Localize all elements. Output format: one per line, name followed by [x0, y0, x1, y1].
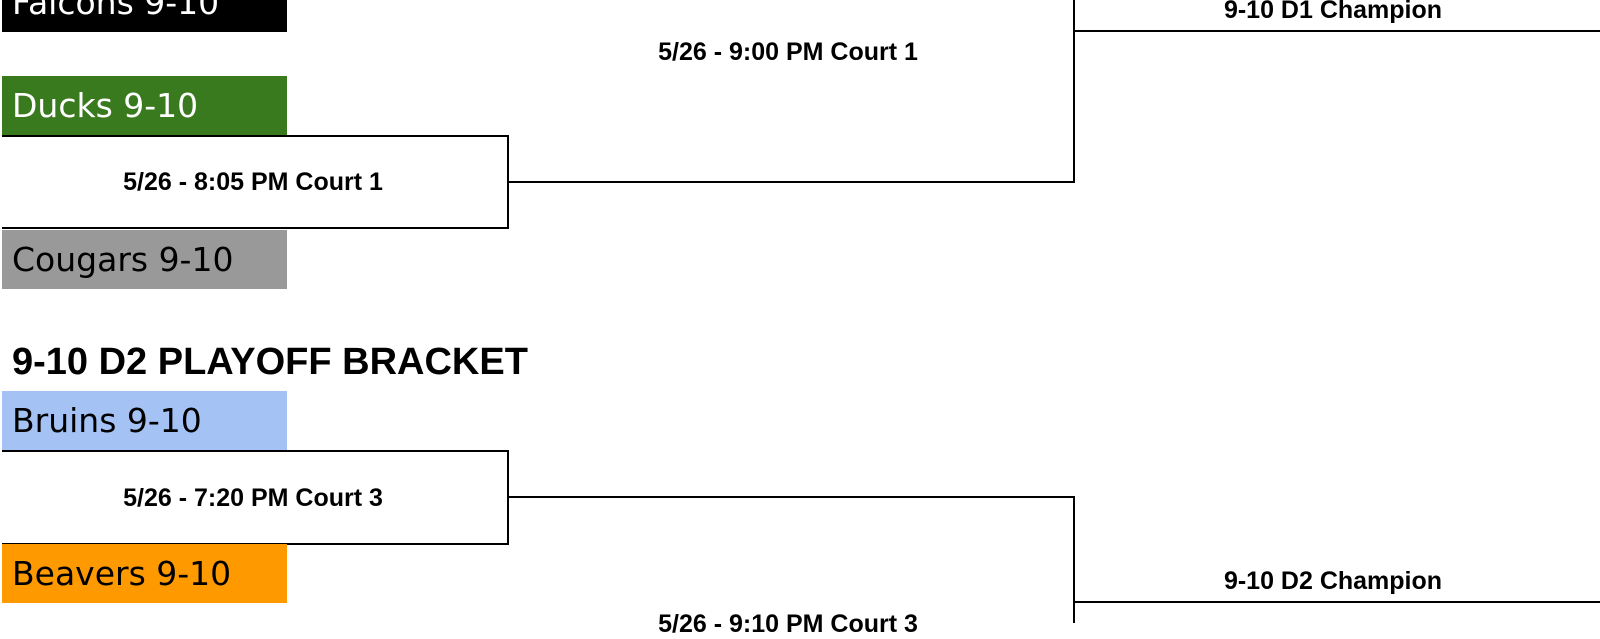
team-ducks-label: Ducks 9-10 [12, 86, 199, 125]
d1-semi-bottom-line [2, 227, 509, 229]
d1-semi-game-label: 5/26 - 8:05 PM Court 1 [123, 168, 383, 196]
d1-final-connector [1073, 0, 1075, 183]
d2-final-connector [1073, 496, 1075, 623]
d1-champion-line [1073, 30, 1600, 32]
d2-champion-line [1073, 601, 1600, 603]
d2-bracket-title: 9-10 D2 PLAYOFF BRACKET [12, 341, 528, 383]
team-bruins-label: Bruins 9-10 [12, 401, 202, 440]
team-ducks: Ducks 9-10 [2, 76, 287, 135]
d2-semi-top-line [2, 450, 509, 452]
team-bruins: Bruins 9-10 [2, 391, 287, 450]
team-cougars: Cougars 9-10 [2, 230, 287, 289]
team-beavers: Beavers 9-10 [2, 544, 287, 603]
d2-final-game-label: 5/26 - 9:10 PM Court 3 [658, 610, 918, 638]
d2-semi-to-final-line [507, 496, 1075, 498]
d1-champion-label: 9-10 D1 Champion [1223, 0, 1443, 24]
d2-champion-label: 9-10 D2 Champion [1223, 567, 1443, 595]
d1-semi-top-line [2, 135, 509, 137]
team-cougars-label: Cougars 9-10 [12, 240, 234, 279]
team-falcons: Falcons 9-10 [2, 0, 287, 32]
d2-semi-game-label: 5/26 - 7:20 PM Court 3 [123, 484, 383, 512]
d1-semi-to-final-line [507, 181, 1075, 183]
d1-final-game-label: 5/26 - 9:00 PM Court 1 [658, 38, 918, 66]
team-beavers-label: Beavers 9-10 [12, 554, 232, 593]
team-falcons-label: Falcons 9-10 [12, 0, 220, 22]
